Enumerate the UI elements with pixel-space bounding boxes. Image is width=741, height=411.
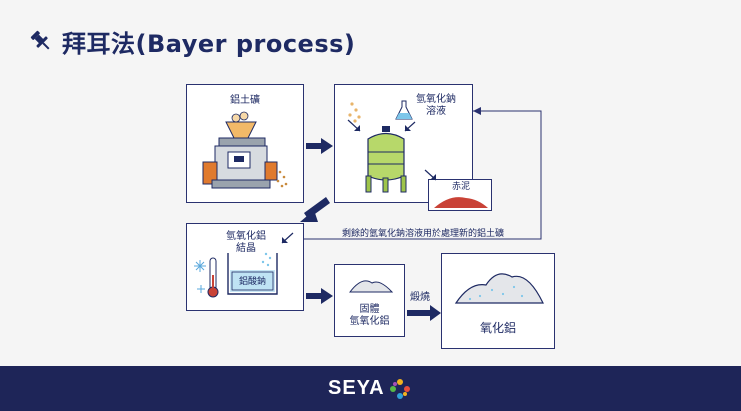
crusher-machine-icon xyxy=(202,111,288,189)
arrow-bauxite-digester xyxy=(306,143,322,149)
crystallizer-icon xyxy=(194,232,294,298)
label-recycle-note: 剩餘的氫氧化鈉溶液用於處理新的鋁土礦 xyxy=(341,229,504,239)
digester-tank-icon xyxy=(347,100,437,193)
flask-icon xyxy=(395,100,416,132)
label-sodium-aluminate: 鋁酸鈉 xyxy=(238,277,266,287)
label-calcine: 煅燒 xyxy=(410,292,430,303)
label-bauxite: 鋁土礦 xyxy=(230,95,260,106)
label-crystal: 氫氧化鋁 結晶 xyxy=(226,231,266,254)
red-mud-icon xyxy=(434,197,488,208)
label-red-mud: 赤泥 xyxy=(451,182,470,192)
solid-hydroxide-box xyxy=(334,264,405,337)
snowflake-icon xyxy=(194,260,206,293)
recycle-arrowhead xyxy=(473,107,481,115)
arrow-solid-alumina xyxy=(407,310,431,316)
brand-mark-icon xyxy=(389,378,410,399)
label-naoh-solution: 氫氧化鈉 溶液 xyxy=(416,94,456,117)
brand-name: SEYA xyxy=(328,377,385,399)
arrow-crystal-solid xyxy=(306,293,322,299)
recycle-line xyxy=(304,110,542,240)
flow-arrows xyxy=(300,138,441,321)
alumina-pile-icon xyxy=(454,273,544,304)
brand-logo: SEYA xyxy=(328,377,411,400)
title-bar: 拜耳法(Bayer process) xyxy=(28,26,356,58)
label-solid-hydroxide: 固體 氫氧化鋁 xyxy=(349,304,390,327)
pushpin-icon xyxy=(30,30,50,50)
hydroxide-pile-icon xyxy=(348,280,394,293)
crystallizer-box xyxy=(186,223,304,311)
label-alumina: 氧化鋁 xyxy=(479,321,516,335)
page-title: 拜耳法(Bayer process) xyxy=(62,29,356,58)
footer-bar: SEYA xyxy=(0,366,741,411)
